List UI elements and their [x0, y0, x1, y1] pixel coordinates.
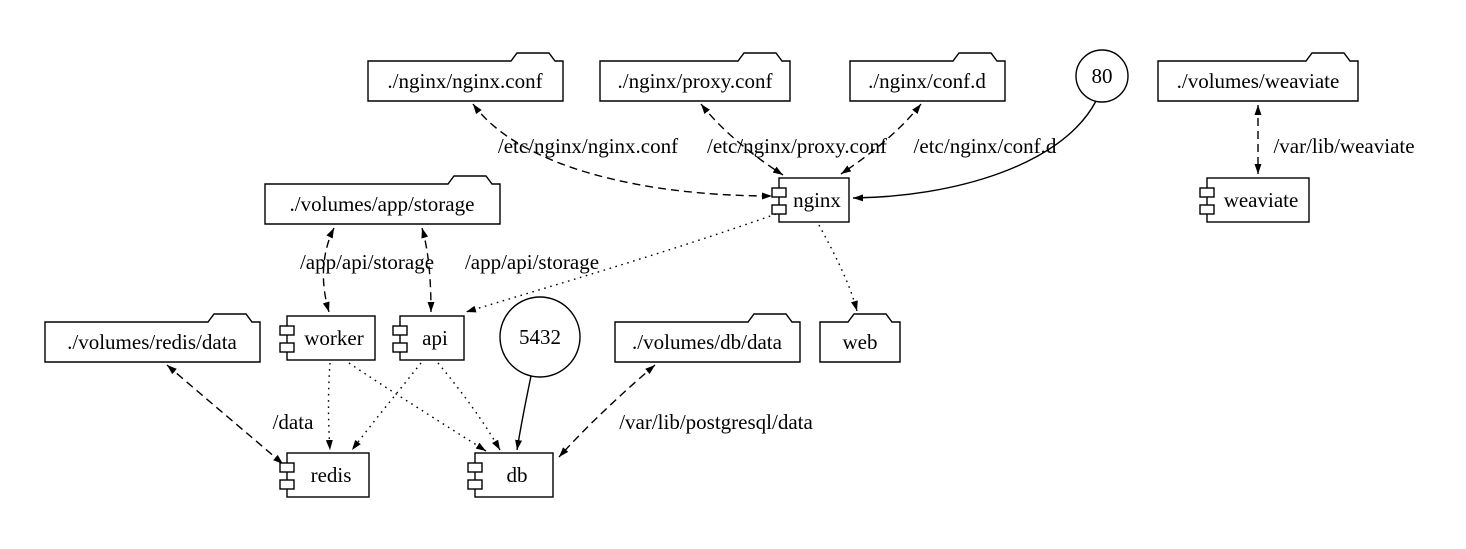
node-volumes-app-storage: ./volumes/app/storage	[264, 175, 501, 225]
edge-nginx-to-web	[818, 224, 858, 312]
edge-app-storage-to-worker	[322, 227, 335, 313]
edge-nginx-to-api	[465, 213, 777, 313]
node-label: ./nginx/proxy.conf	[618, 69, 773, 93]
node-proxy-conf-file: ./nginx/proxy.conf	[599, 52, 791, 102]
edge-port-5432-to-db	[515, 375, 532, 451]
node-label: 80	[1092, 64, 1113, 88]
component-tab-icon	[279, 479, 295, 490]
node-label: db	[507, 463, 528, 487]
folder-shape	[264, 175, 501, 225]
node-label: 5432	[519, 325, 561, 349]
edge-labels-layer: /etc/nginx/nginx.conf /etc/nginx/proxy.c…	[273, 134, 1415, 434]
edge-api-to-db	[437, 362, 501, 451]
node-weaviate-service: weaviate	[1199, 177, 1310, 223]
folder-shape	[849, 52, 1006, 102]
node-redis-service: redis	[279, 452, 370, 498]
component-tab-icon	[392, 342, 408, 353]
node-label: redis	[311, 463, 352, 487]
component-shape	[474, 452, 554, 498]
edge-nginx-to-nginx-conf	[472, 103, 773, 200]
folder-shape	[44, 313, 261, 363]
component-tab-icon	[1199, 204, 1215, 215]
node-label: nginx	[793, 188, 841, 212]
edge-app-storage-to-api	[421, 227, 435, 313]
component-tab-icon	[771, 187, 787, 198]
component-shape	[778, 177, 850, 223]
node-port-80: 80	[1075, 49, 1129, 103]
node-api-service: api	[392, 315, 465, 361]
component-tab-icon	[1199, 187, 1215, 198]
component-tab-icon	[279, 342, 295, 353]
edge-nginx-to-conf-d	[840, 103, 922, 175]
circle-shape	[499, 296, 581, 378]
node-nginx-service: nginx	[771, 177, 850, 223]
component-shape	[399, 315, 465, 361]
component-tab-icon	[467, 462, 483, 473]
node-label: web	[843, 330, 878, 354]
edge-port-80-to-nginx	[852, 100, 1097, 202]
component-shape	[286, 315, 376, 361]
folder-shape	[819, 313, 901, 363]
node-nginx-conf-file: ./nginx/nginx.conf	[367, 52, 564, 102]
folder-shape	[1157, 52, 1359, 102]
edge-db-to-db-data	[558, 364, 656, 458]
component-tab-icon	[392, 325, 408, 336]
edge-label-redis-data-mount: /data	[273, 410, 314, 434]
component-shape	[286, 452, 370, 498]
node-label: ./volumes/app/storage	[290, 192, 475, 216]
edge-label-conf-d-mount: /etc/nginx/conf.d	[914, 134, 1057, 158]
edge-label-db-data-mount: /var/lib/postgresql/data	[619, 410, 813, 434]
edge-nginx-to-proxy-conf	[700, 103, 784, 176]
nodes-layer: ./nginx/nginx.conf ./nginx/proxy.conf ./…	[44, 49, 1359, 498]
edge-redis-to-redis-data	[166, 364, 284, 465]
folder-shape	[367, 52, 564, 102]
edges-layer	[166, 100, 1262, 465]
component-tab-icon	[279, 462, 295, 473]
node-label: api	[422, 326, 448, 350]
component-tab-icon	[771, 204, 787, 215]
node-volumes-db-data: ./volumes/db/data	[614, 313, 801, 363]
node-label: worker	[304, 326, 363, 350]
node-conf-d-dir: ./nginx/conf.d	[849, 52, 1006, 102]
edge-worker-to-db	[348, 362, 487, 452]
node-web: web	[819, 313, 901, 363]
circle-shape	[1075, 49, 1129, 103]
node-label: ./volumes/weaviate	[1177, 69, 1340, 93]
node-volumes-weaviate: ./volumes/weaviate	[1157, 52, 1359, 102]
node-label: ./volumes/db/data	[632, 330, 783, 354]
node-label: weaviate	[1224, 188, 1299, 212]
node-db-service: db	[467, 452, 554, 498]
edge-label-nginx-conf-mount: /etc/nginx/nginx.conf	[498, 134, 678, 158]
component-tab-icon	[467, 479, 483, 490]
edge-label-worker-storage-mount: /app/api/storage	[300, 250, 434, 274]
edge-label-weaviate-mount: /var/lib/weaviate	[1273, 134, 1414, 158]
folder-shape	[599, 52, 791, 102]
folder-shape	[614, 313, 801, 363]
node-volumes-redis-data: ./volumes/redis/data	[44, 313, 261, 363]
node-port-5432: 5432	[499, 296, 581, 378]
edge-label-proxy-conf-mount: /etc/nginx/proxy.conf	[707, 134, 887, 158]
node-worker-service: worker	[279, 315, 376, 361]
edge-label-api-storage-mount: /app/api/storage	[465, 250, 599, 274]
edge-api-to-redis	[351, 362, 422, 451]
node-label: ./nginx/conf.d	[868, 69, 986, 93]
component-shape	[1206, 177, 1310, 223]
node-label: ./nginx/nginx.conf	[387, 69, 542, 93]
edge-worker-to-redis	[325, 362, 333, 451]
node-label: ./volumes/redis/data	[67, 330, 237, 354]
component-tab-icon	[279, 325, 295, 336]
